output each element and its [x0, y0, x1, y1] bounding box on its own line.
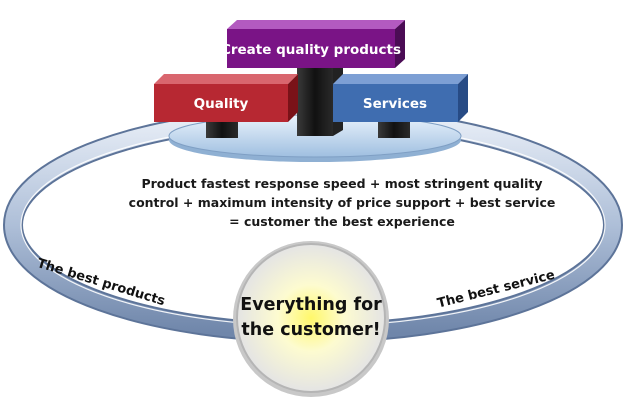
center-line-3: = customer the best experience: [229, 214, 455, 229]
center-line-2: control + maximum intensity of price sup…: [128, 195, 556, 210]
left-box: Quality: [154, 74, 298, 122]
center-description: Product fastest response speed + most st…: [118, 174, 566, 231]
hub-line-1: Everything for: [240, 295, 382, 315]
right-box: Services: [333, 74, 468, 122]
center-pillar: [297, 60, 333, 136]
right-box-label: Services: [363, 96, 427, 112]
top-box: Create quality products: [221, 20, 405, 68]
hub-message: Everything for the customer!: [236, 293, 386, 343]
left-box-label: Quality: [194, 96, 249, 112]
hub-circle: [233, 241, 389, 397]
hub-line-2: the customer!: [241, 320, 381, 340]
center-line-1: Product fastest response speed + most st…: [141, 176, 543, 191]
top-box-label: Create quality products: [221, 42, 401, 58]
